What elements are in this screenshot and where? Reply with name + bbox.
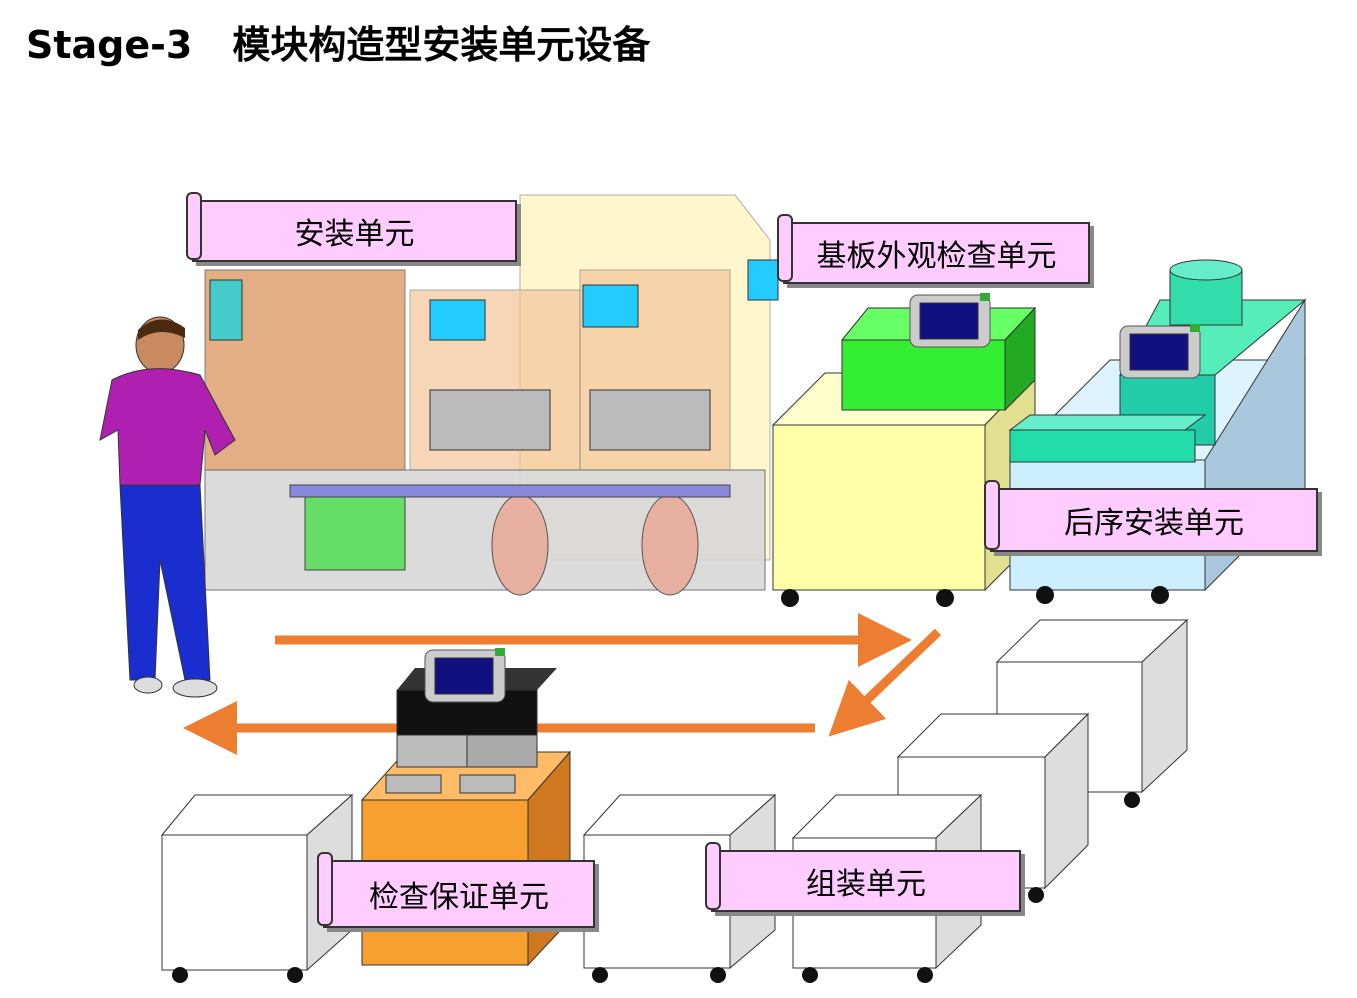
label-text: 组装单元 [806, 867, 926, 902]
label-assembly-unit: 组装单元 [705, 840, 1027, 912]
label-inspection-assurance-unit: 检查保证单元 [317, 850, 601, 928]
label-mounting-unit: 安装单元 [186, 190, 523, 262]
board-inspection-unit [771, 292, 1037, 607]
label-post-mounting-unit: 后序安装单元 [984, 478, 1324, 552]
label-text: 基板外观检查单元 [816, 239, 1057, 274]
inspection-assurance-unit [160, 647, 777, 983]
page-title: Stage-3 模块构造型安装单元设备 [26, 14, 650, 69]
assembly-unit-boxes [791, 618, 1189, 983]
label-text: 后序安装单元 [1064, 506, 1244, 541]
post-mounting-unit [1008, 259, 1307, 604]
stage-label: Stage-3 [26, 23, 193, 67]
operator-figure [99, 316, 236, 698]
label-text: 检查保证单元 [369, 880, 549, 915]
monitor-icon [424, 647, 506, 703]
title-text: 模块构造型安装单元设备 [232, 23, 651, 67]
label-board-inspection-unit: 基板外观检查单元 [777, 212, 1096, 284]
mounting-machine [204, 194, 779, 596]
flow-arrow-diagonal [828, 628, 942, 737]
label-text: 安装单元 [294, 217, 415, 252]
monitor-icon [1119, 323, 1201, 379]
monitor-icon [909, 292, 991, 348]
